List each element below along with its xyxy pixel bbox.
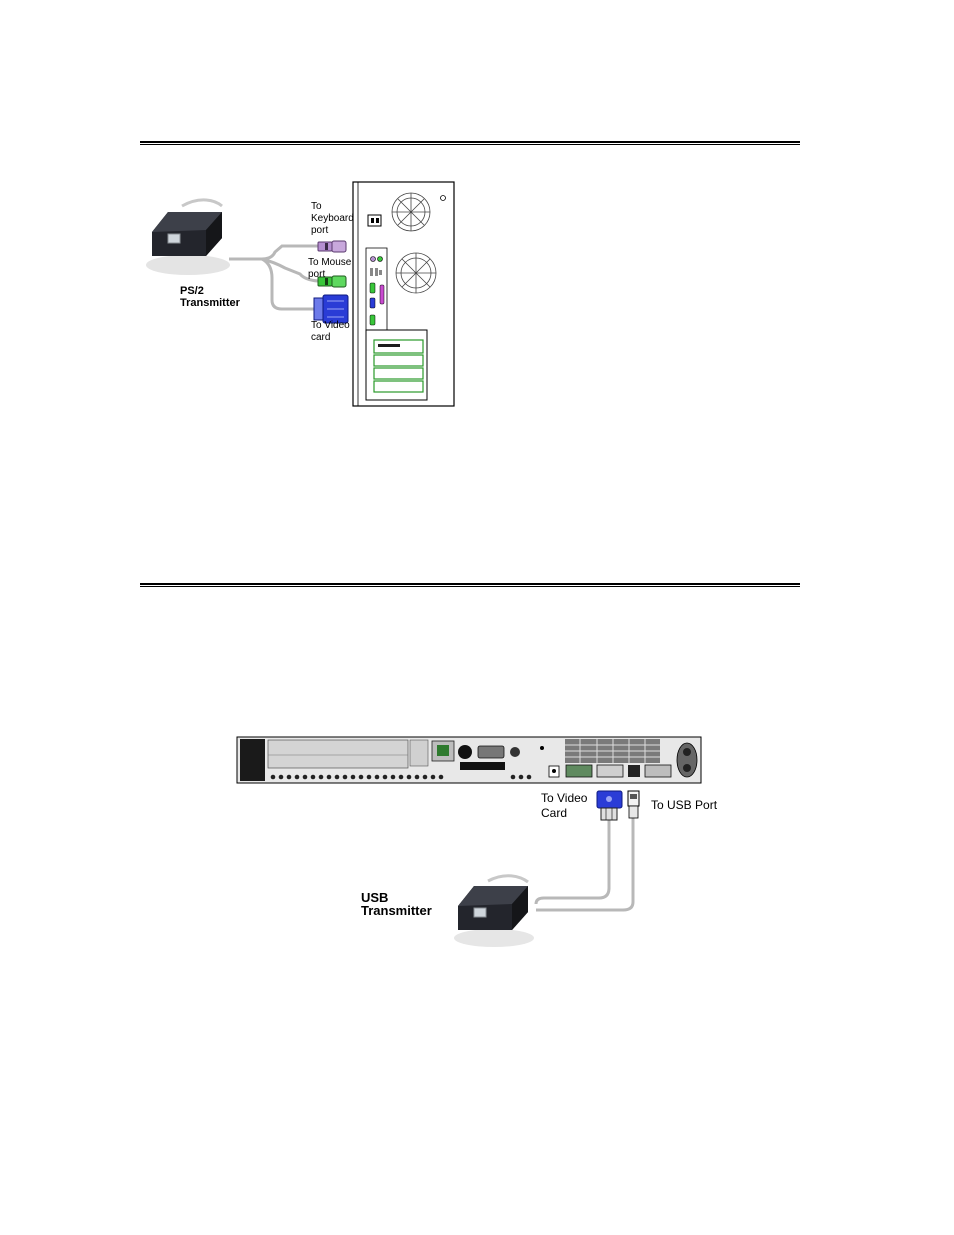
mouse-port-label: To Mouse port <box>308 257 351 281</box>
usb-transmitter-label-line2: Transmitter <box>361 903 432 918</box>
keyboard-port-label-line2: Keyboard <box>311 213 354 224</box>
mouse-port-label-line2: port <box>308 269 326 280</box>
ps2-transmitter-label-line1: PS/2 <box>180 285 204 297</box>
usb-video-card-label-line2: Card <box>541 806 568 820</box>
video-connector <box>313 294 349 324</box>
fan-bottom <box>395 252 437 294</box>
ps2-video-card-label-line2: card <box>311 332 331 343</box>
usb-port-label: To USB Port <box>651 798 718 812</box>
section-divider-top <box>140 141 800 145</box>
keyboard-port-label-line3: port <box>311 225 329 236</box>
keyboard-connector <box>317 240 347 253</box>
keyboard-port-label-line1: To <box>311 201 322 212</box>
usb-transmitter-device <box>454 874 534 947</box>
pc-tower <box>352 181 455 407</box>
usb-transmitter-label: USB Transmitter <box>361 891 432 917</box>
mouse-connector <box>317 275 347 288</box>
ps2-transmitter-label: PS/2 Transmitter <box>180 285 240 309</box>
keyboard-port-label: To Keyboard port <box>311 201 354 237</box>
ps2-video-card-label-line1: To Video <box>311 320 350 331</box>
mouse-port-label-line1: To Mouse <box>308 257 352 268</box>
server-back-panel <box>236 736 702 784</box>
ps2-transmitter-device <box>146 198 230 275</box>
usb-transmitter-label-line1: USB <box>361 890 389 905</box>
usb-cables <box>534 818 635 912</box>
fan-top <box>391 192 431 232</box>
ps2-cables <box>229 244 319 311</box>
ps2-transmitter-label-line2: Transmitter <box>180 297 240 309</box>
usb-video-card-label: To Video Card <box>541 791 587 821</box>
vent-grid <box>565 739 660 763</box>
io-dots <box>270 774 532 780</box>
section-divider-middle <box>140 583 800 587</box>
usb-video-connector <box>596 790 623 821</box>
usb-plug-connector <box>627 790 640 819</box>
usb-video-card-label-line1: To Video <box>541 791 588 805</box>
ps2-video-card-label: To Video card <box>311 320 350 344</box>
